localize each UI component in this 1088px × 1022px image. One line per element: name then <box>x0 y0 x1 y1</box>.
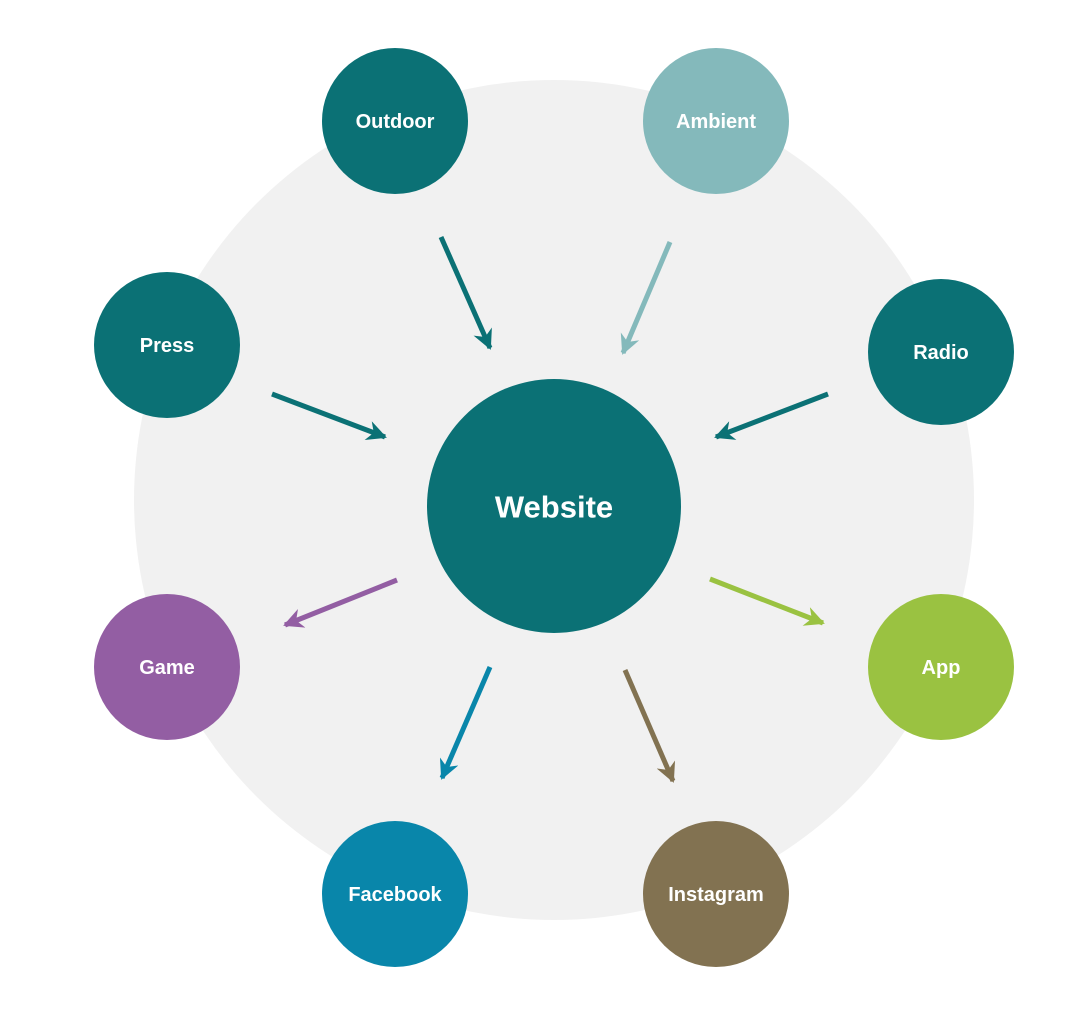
node-radio[interactable]: Radio <box>868 279 1014 425</box>
node-label-facebook: Facebook <box>348 884 442 906</box>
node-press[interactable]: Press <box>94 272 240 418</box>
node-circle-outdoor <box>322 48 468 194</box>
node-outdoor[interactable]: Outdoor <box>322 48 468 194</box>
arrow-instagram-from-website <box>622 669 676 783</box>
node-circle-press <box>94 272 240 418</box>
node-circle-facebook <box>322 821 468 967</box>
arrow-press-to-website <box>271 391 387 440</box>
node-label-outdoor: Outdoor <box>356 111 435 133</box>
node-circle-instagram <box>643 821 789 967</box>
node-facebook[interactable]: Facebook <box>322 821 468 967</box>
arrow-facebook-from-website <box>439 666 493 780</box>
center-node-website[interactable]: Website <box>427 379 681 633</box>
arrow-radio-to-website <box>714 391 829 440</box>
node-circle-radio <box>868 279 1014 425</box>
node-game[interactable]: Game <box>94 594 240 740</box>
center-circle <box>427 379 681 633</box>
center-label: Website <box>495 490 613 525</box>
node-circle-game <box>94 594 240 740</box>
arrow-ambient-to-website <box>620 241 673 355</box>
node-app[interactable]: App <box>868 594 1014 740</box>
node-circle-app <box>868 594 1014 740</box>
arrow-outdoor-to-website <box>438 235 493 350</box>
arrows <box>271 235 829 783</box>
node-label-app: App <box>922 657 961 679</box>
node-label-ambient: Ambient <box>676 111 756 133</box>
arrow-game-from-website <box>283 577 398 628</box>
node-circle-ambient <box>643 48 789 194</box>
node-label-press: Press <box>140 335 195 357</box>
arrow-app-from-website <box>709 576 825 626</box>
node-ambient[interactable]: Ambient <box>643 48 789 194</box>
node-label-game: Game <box>139 657 195 679</box>
node-label-instagram: Instagram <box>668 884 764 906</box>
node-label-radio: Radio <box>913 342 969 364</box>
node-instagram[interactable]: Instagram <box>643 821 789 967</box>
